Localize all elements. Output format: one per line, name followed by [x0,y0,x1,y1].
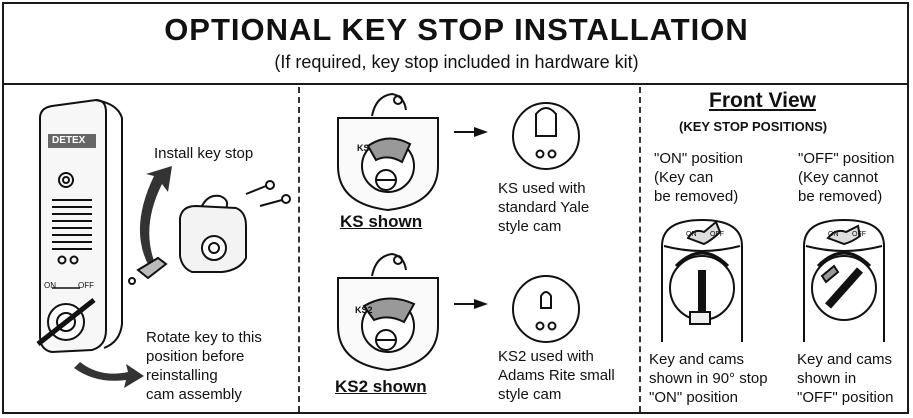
front-view-title: Front View [709,89,816,112]
ks2-caption: KS2 shown [335,377,427,396]
on-dial-on-mark: ON [686,231,697,238]
install-key-stop-label: Install key stop [154,145,254,162]
device-dial-off: OFF [78,281,94,290]
device-brand-label: DETEX [52,135,86,146]
key-stop-positions-subtitle: (KEY STOP POSITIONS) [679,119,828,134]
device-dial-on: ON [44,281,56,290]
page-title: OPTIONAL KEY STOP INSTALLATION [164,12,749,47]
off-dial-on-mark: ON [828,231,839,238]
page-subtitle: (If required, key stop included in hardw… [274,52,639,72]
rotate-key-instruction: Rotate key to this position before reins… [146,329,262,403]
ks-description: KS used with standard Yale style cam [498,180,590,235]
ks-badge: KS [357,143,370,153]
ks-caption: KS shown [340,212,423,231]
on-position-caption: Key and cams shown in 90° stop "ON" posi… [649,351,768,406]
off-dial-off-mark: OFF [852,231,866,238]
ks2-description: KS2 used with Adams Rite small style cam [498,348,615,403]
ks2-badge: KS2 [355,305,373,315]
panel-divider-right [639,87,641,412]
header-divider [2,83,909,85]
outer-frame [2,2,909,414]
on-position-label: "ON" position (Key can be removed) [654,150,744,205]
off-position-label: "OFF" position (Key cannot be removed) [798,150,895,205]
panel-divider-left [298,87,300,412]
on-dial-off-mark: OFF [710,231,724,238]
off-position-caption: Key and cams shown in "OFF" position [797,351,894,406]
